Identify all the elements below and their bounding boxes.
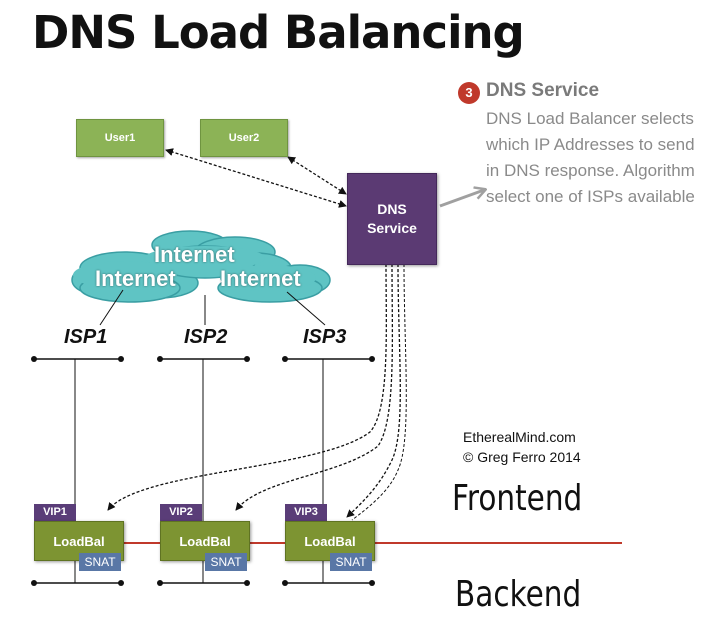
user1-dns-link (165, 148, 347, 208)
cloud-label-right: Internet (220, 266, 301, 291)
dns-extra-link (351, 263, 407, 521)
vip3-badge: VIP3 (285, 504, 327, 521)
dns-vip2-link (235, 263, 394, 511)
isp1-label: ISP1 (64, 326, 108, 348)
cloud-label-left: Internet (95, 266, 176, 291)
user1-node: User1 (76, 119, 164, 157)
backend-segment-3 (282, 560, 375, 586)
backend-segment-2 (157, 560, 250, 586)
snat1-badge: SNAT (79, 553, 121, 571)
callout-body: DNS Load Balancer selects which IP Addre… (486, 109, 695, 206)
credit-site: EtherealMind.com (463, 429, 576, 445)
credit-copyright: © Greg Ferro 2014 (463, 449, 581, 465)
vip2-badge: VIP2 (160, 504, 202, 521)
dns-vip3-link (346, 263, 401, 518)
cloud-isp1-link (99, 289, 124, 326)
isp2-label: ISP2 (184, 326, 228, 348)
cloud-isp3-link (286, 291, 326, 326)
isp3-label: ISP3 (303, 326, 347, 348)
callout-arrow (439, 190, 484, 208)
cloud-label-top: Internet (154, 242, 235, 267)
isp3-segment (282, 356, 375, 522)
dns-service-node: DNS Service (347, 173, 437, 265)
snat3-badge: SNAT (330, 553, 372, 571)
callout-number-badge: 3 (458, 82, 480, 104)
user2-dns-link (287, 156, 347, 195)
dns-vip1-link (107, 263, 387, 511)
frontend-label: Frontend (452, 478, 583, 519)
snat2-badge: SNAT (205, 553, 247, 571)
dns-service-line1: DNS (377, 201, 407, 217)
isp1-segment (31, 356, 124, 522)
user2-node: User2 (200, 119, 288, 157)
isp2-segment (157, 356, 250, 522)
dns-service-line2: Service (367, 220, 417, 236)
backend-segment-1 (31, 560, 124, 586)
backend-label: Backend (455, 574, 582, 615)
page-title: DNS Load Balancing (32, 6, 525, 59)
credit: EtherealMind.com © Greg Ferro 2014 (463, 427, 581, 467)
vip1-badge: VIP1 (34, 504, 76, 521)
callout-title: DNS Service (486, 80, 600, 101)
